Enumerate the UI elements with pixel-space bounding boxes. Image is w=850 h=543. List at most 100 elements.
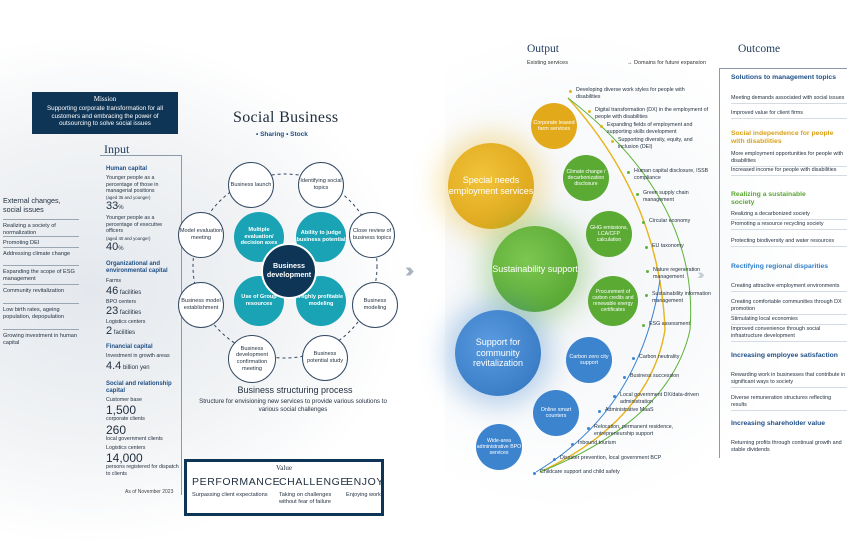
cycle-ring bbox=[192, 173, 378, 359]
input-frame bbox=[100, 155, 182, 495]
input-value: 14,000 bbox=[106, 451, 143, 465]
bullet-dot bbox=[623, 376, 626, 379]
value-desc: Enjoying work bbox=[346, 492, 381, 498]
input-value: 46 facilities bbox=[106, 285, 142, 297]
input-label: corporate clients bbox=[106, 416, 145, 422]
cycle-step: Business launch bbox=[228, 162, 274, 208]
external-item: Low birth rates, ageing population, depo… bbox=[3, 303, 79, 322]
output-title: Output bbox=[527, 43, 559, 55]
outcome-item: Stimulating local economies bbox=[731, 316, 847, 325]
input-label: Younger people as a percentage of those … bbox=[106, 175, 159, 195]
output-bullet: Administrative MaaS bbox=[605, 407, 654, 413]
flow-arrow-icon: ››››› bbox=[405, 260, 415, 282]
output-bullet: Expanding fields of employment and suppo… bbox=[607, 122, 693, 135]
financial-capital-heading: Financial capital bbox=[106, 344, 153, 350]
cycle-ring-path bbox=[192, 173, 378, 359]
process-description: Structure for envisioning new services t… bbox=[199, 398, 387, 414]
output-community: Support for community revitalization bbox=[455, 310, 541, 396]
input-label: Logistics centers bbox=[106, 319, 146, 325]
input-label: Customer base bbox=[106, 397, 142, 403]
outcome-item: Diverse remuneration structures reflecti… bbox=[731, 395, 847, 411]
outcome-item: Promoting a resource recycling society bbox=[731, 221, 847, 230]
output-bullet: Nature regeneration management bbox=[653, 267, 701, 280]
inner-capability: Multiple evaluation/ decision axes bbox=[234, 212, 284, 262]
output-bullet: Developing diverse work styles for peopl… bbox=[576, 87, 685, 100]
input-label: local government clients bbox=[106, 436, 163, 442]
outcome-heading: Increasing employee satisfaction bbox=[731, 352, 838, 359]
outcome-item: Returning profits through continual grow… bbox=[731, 440, 842, 453]
cycle-step: Business potential study bbox=[302, 335, 348, 381]
outcome-item: Improved convenience through social infr… bbox=[731, 326, 847, 342]
outcome-item: Creating attractive employment environme… bbox=[731, 283, 847, 292]
value-desc: Surpassing client expectations bbox=[192, 492, 268, 498]
service-ghg: GHG emissions, LCA/CFP calculation bbox=[586, 211, 632, 257]
business-development-core: Business development bbox=[261, 243, 317, 299]
cycle-step: Close review of business topics bbox=[349, 212, 395, 258]
bullet-dot bbox=[571, 443, 574, 446]
input-note: (aged 35 and younger) bbox=[106, 195, 151, 200]
value-challenge: CHALLENGE bbox=[279, 476, 349, 488]
bullet-dot bbox=[646, 270, 649, 273]
mission-box: Mission Supporting corporate transformat… bbox=[32, 92, 178, 134]
outcome-heading: Increasing shareholder value bbox=[731, 420, 826, 427]
outcome-item: More employment opportunities for people… bbox=[731, 151, 847, 167]
cycle-step: Business modeling bbox=[352, 282, 398, 328]
outcome-item: Protecting biodiversity and water resour… bbox=[731, 238, 847, 247]
service-bpo: Wide-area administrative BPO services bbox=[476, 424, 522, 470]
service-carbon-zero: Carbon zero city support bbox=[566, 337, 612, 383]
mission-title: Mission bbox=[93, 95, 117, 103]
process-title: Business structuring process bbox=[237, 385, 353, 395]
human-capital-heading: Human capital bbox=[106, 166, 148, 172]
org-capital-heading: Organizational and environmental capital bbox=[106, 261, 168, 275]
output-arcs bbox=[535, 97, 692, 473]
output-bullet: Digital transformation (DX) in the emplo… bbox=[595, 107, 709, 120]
bullet-dot bbox=[645, 294, 648, 297]
social-business-subtitle: • Sharing • Stock bbox=[256, 131, 308, 138]
service-climate: Climate change / decarbonization disclos… bbox=[563, 155, 609, 201]
external-item: Expanding the scope of ESG management bbox=[3, 265, 79, 284]
external-item: Promoting DEI bbox=[3, 236, 79, 247]
bullet-dot bbox=[613, 395, 616, 398]
outcome-frame bbox=[719, 68, 847, 458]
value-desc: Taking on challenges without fear of fai… bbox=[279, 492, 332, 505]
input-note: (aged 40 and younger) bbox=[106, 236, 151, 241]
input-label: Younger people as a percentage of execut… bbox=[106, 215, 163, 235]
bullet-dot bbox=[642, 221, 645, 224]
output-sustainability: Sustainability support bbox=[492, 226, 578, 312]
input-value: 260 bbox=[106, 423, 127, 437]
output-bullet: Sustainability information management bbox=[652, 291, 711, 304]
inner-capability: Use of Group resources bbox=[234, 276, 284, 326]
output-bullet: Inbound tourism bbox=[578, 440, 616, 446]
bullet-dot bbox=[632, 357, 635, 360]
green-arc bbox=[539, 97, 692, 473]
input-value: 4.4 billion yen bbox=[106, 360, 150, 372]
input-label: BPO centers bbox=[106, 299, 137, 305]
bullet-dot bbox=[645, 246, 648, 249]
mission-text: Supporting corporate transformation for … bbox=[47, 104, 163, 128]
bullet-dot bbox=[611, 140, 614, 143]
input-value: 1,500 bbox=[106, 403, 137, 417]
external-item: Realizing a society of normalization bbox=[3, 219, 79, 238]
input-label: Farms bbox=[106, 278, 122, 284]
bullet-dot bbox=[642, 324, 645, 327]
input-label: persons registered for dispatch to clien… bbox=[106, 464, 179, 477]
output-bullet: Human capital disclosure, ISSB complianc… bbox=[634, 168, 709, 181]
output-bullet: Local government DX/data-driven administ… bbox=[620, 392, 699, 405]
blue-arc bbox=[535, 279, 661, 473]
input-value: 33% bbox=[106, 200, 124, 212]
bullet-dot bbox=[627, 171, 630, 174]
outcome-item: Meeting demands associated with social i… bbox=[731, 95, 847, 104]
bullet-dot bbox=[600, 125, 603, 128]
output-bullet: Green supply chain management bbox=[643, 190, 689, 203]
value-box bbox=[184, 459, 384, 516]
bullet-dot bbox=[569, 90, 572, 93]
existing-services-label: Existing services bbox=[527, 60, 568, 66]
as-of-date: As of November 2023 bbox=[125, 489, 174, 495]
social-business-title: Social Business bbox=[233, 109, 339, 126]
output-special-needs: Special needs employment services bbox=[448, 143, 534, 229]
service-smart-counters: Online smart counters bbox=[533, 390, 579, 436]
bullet-dot bbox=[553, 458, 556, 461]
outcome-item: Realizing a decarbonized society bbox=[731, 211, 847, 220]
future-domains-label: → Domains for future expansion bbox=[627, 60, 706, 66]
external-item: Growing investment in human capital bbox=[3, 329, 79, 348]
